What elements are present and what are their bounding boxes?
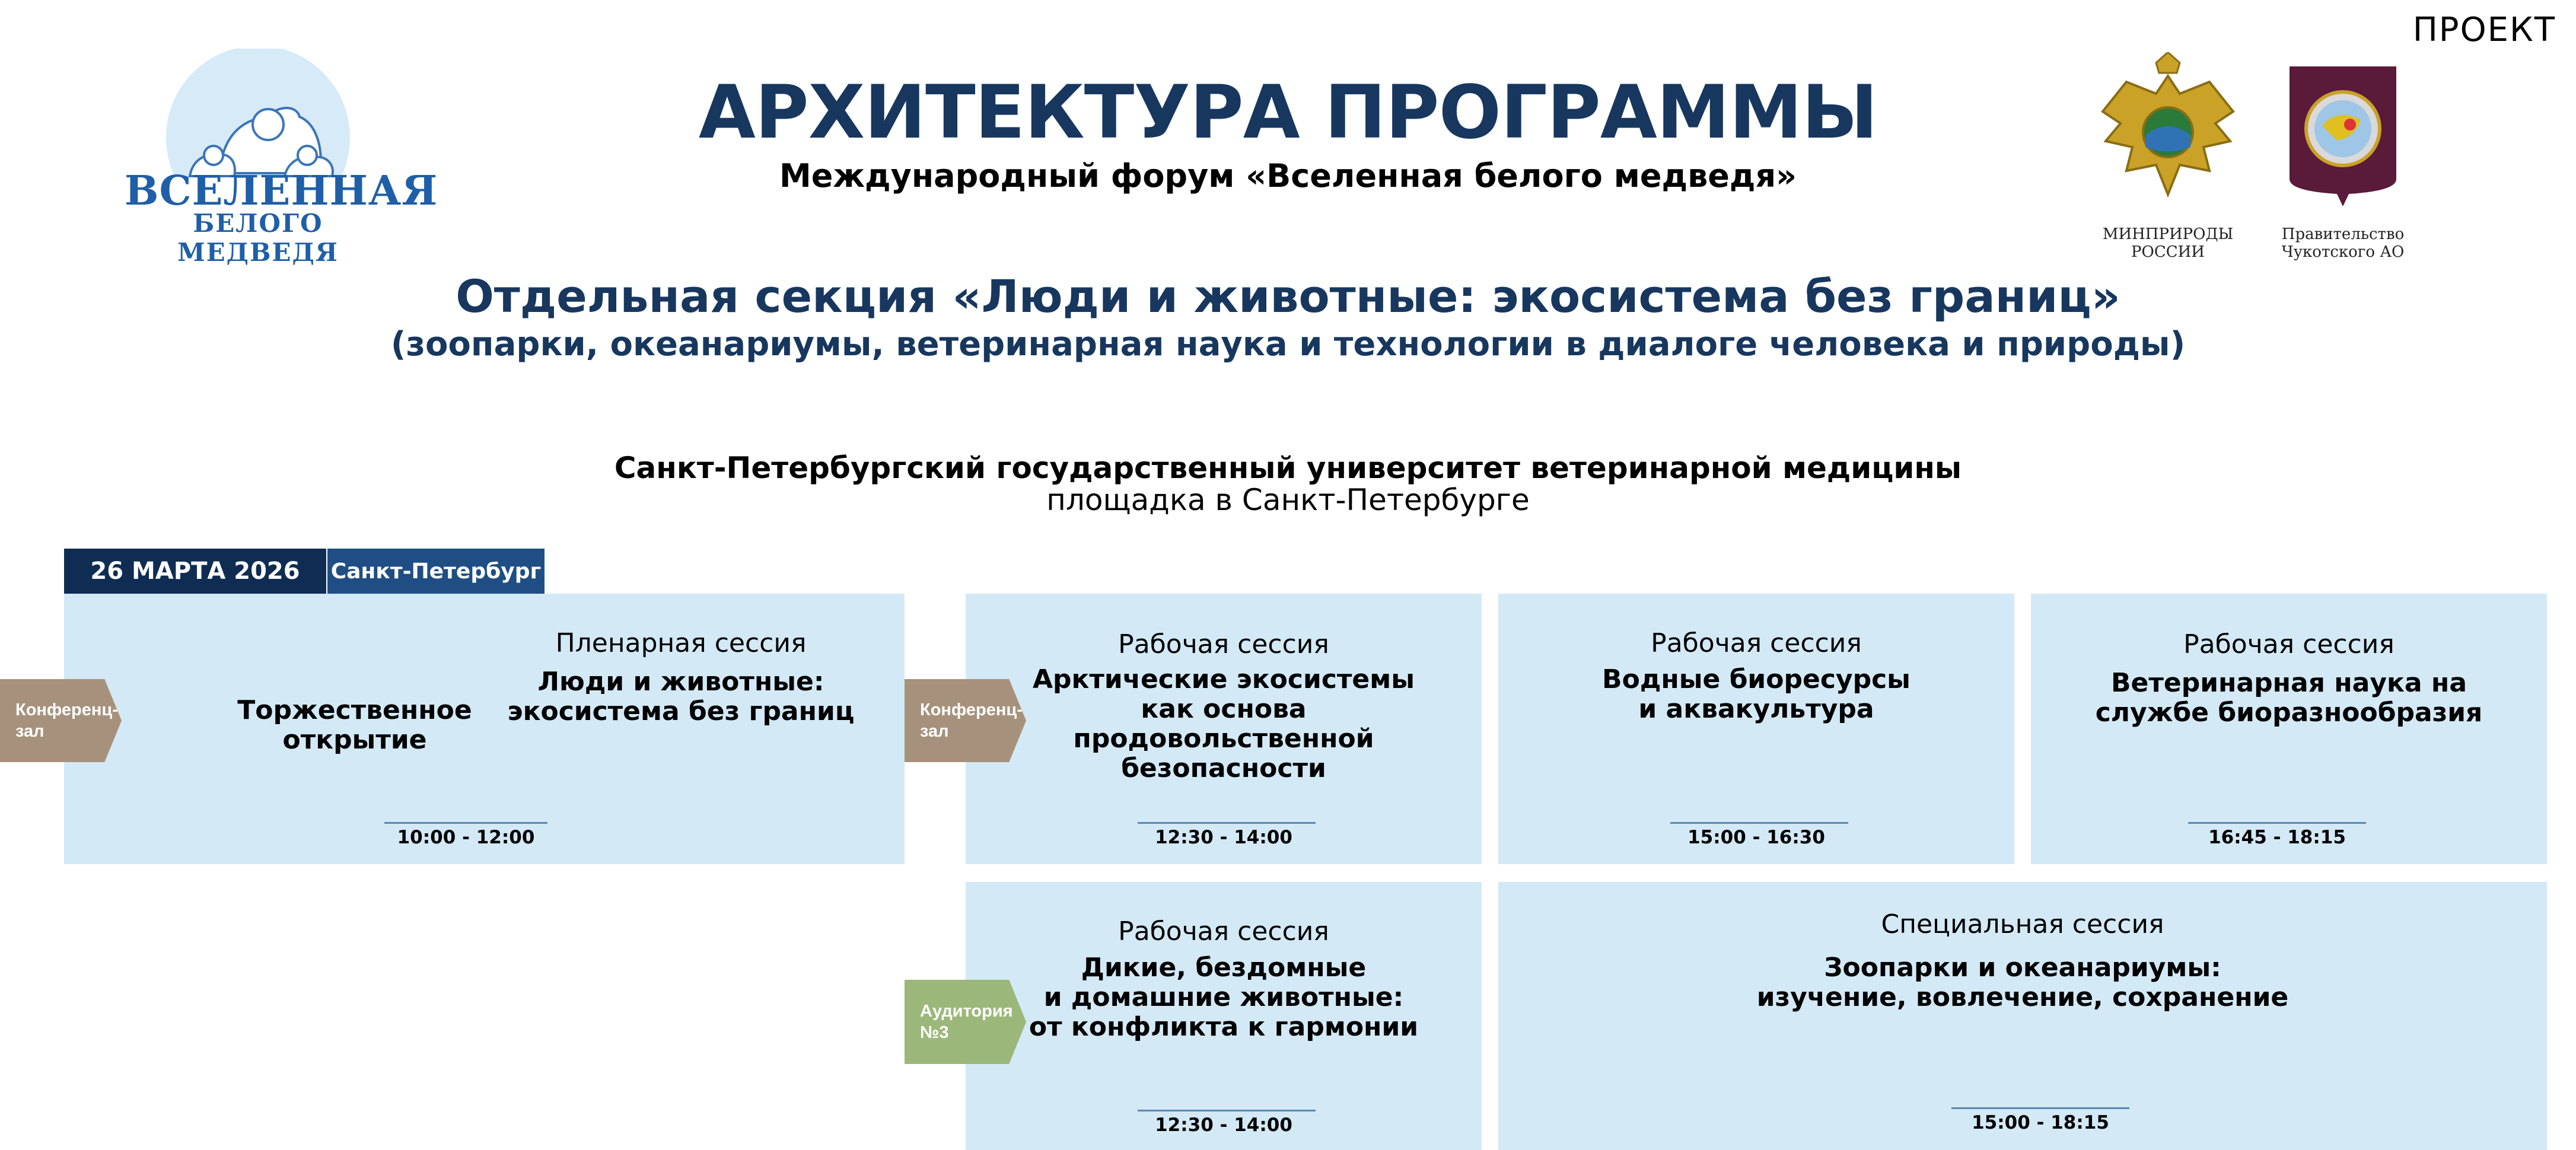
session-time: 16:45 - 18:15 [2208,827,2346,848]
section-subtitle: (зоопарки, океанариумы, ветеринарная нау… [390,325,2186,364]
room-tag-line1: Конференц- [15,700,118,719]
session-block-veterinary-science: Рабочая сессия Ветеринарная наука на слу… [2031,594,2547,864]
room-tag-auditorium-3: Аудитория №3 [905,980,1026,1064]
venue-place: площадка в Санкт-Петербурге [1046,483,1530,517]
venue-name: Санкт-Петербургский государственный унив… [614,451,1962,485]
session-type: Рабочая сессия [1118,629,1329,660]
session-title-line: и домашние животные: [1043,982,1404,1012]
chukotka-coat-of-arms [2290,66,2396,206]
session-title: Водные биоресурсы и аквакультура [1498,665,2014,724]
plenary-title-line2: экосистема без границ [507,696,855,727]
plenary-session-time: 10:00 - 12:00 [397,827,535,848]
session-title: Арктические экосистемы как основа продов… [966,665,1482,783]
ministry-caption-line1: МИНПРИРОДЫ [2102,225,2234,243]
double-headed-eagle-emblem [2101,52,2235,198]
opening-title: Торжественное открытие [147,696,562,755]
logo-text-line2: БЕЛОГО МЕДВЕДЯ [177,209,339,267]
session-block-arctic-ecosystems: Рабочая сессия Арктические экосистемы ка… [966,594,1482,864]
chukotka-caption-line2: Чукотского АО [2281,243,2405,261]
city-badge: Санкт-Петербург [327,549,545,594]
opening-title-line1: Торжественное [237,695,472,725]
session-block-zoos-oceanariums: Специальная сессия Зоопарки и океанариум… [1498,882,2547,1150]
time-divider [1951,1107,2129,1109]
session-title-line: от конфликта к гармонии [1029,1012,1419,1042]
session-title: Ветеринарная наука на службе биоразнообр… [2031,668,2547,728]
forum-subtitle: Международный форум «Вселенная белого ме… [779,157,1797,195]
time-divider [1138,1110,1316,1111]
session-title-line: Водные биоресурсы [1602,664,1910,695]
plenary-session-block: Торжественное открытие Пленарная сессия … [64,594,905,864]
session-title-line: и аквакультура [1638,694,1874,724]
session-time: 15:00 - 16:30 [1687,827,1825,848]
plenary-session-title: Люди и животные: экосистема без границ [479,667,883,727]
time-divider [1670,822,1848,824]
session-title-line: Арктические экосистемы [1033,664,1415,695]
session-type: Рабочая сессия [1118,916,1329,947]
time-divider [1138,822,1316,824]
session-title-line: безопасности [1121,753,1326,783]
session-title: Дикие, бездомные и домашние животные: от… [966,953,1482,1042]
session-block-aquatic-bioresources: Рабочая сессия Водные биоресурсы и аквак… [1498,594,2014,864]
session-time: 12:30 - 14:00 [1155,827,1292,848]
room-tag-line2: зал [920,722,949,741]
session-title-line: как основа [1141,694,1307,724]
session-title-line: службе биоразнообразия [2095,697,2483,728]
session-type: Рабочая сессия [2183,629,2394,660]
section-title: Отдельная секция «Люди и животные: экоси… [456,270,2120,323]
session-title-line: Зоопарки и океанариумы: [1824,953,2221,983]
time-divider [384,822,547,824]
session-time: 15:00 - 18:15 [1972,1112,2109,1133]
opening-title-line2: открытие [282,725,427,755]
room-tag-line1: Конференц- [920,700,1023,719]
session-block-wild-homeless-domestic: Рабочая сессия Дикие, бездомные и домашн… [966,882,1482,1150]
page-title: АРХИТЕКТУРА ПРОГРАММЫ [698,70,1878,155]
chukotka-caption: Правительство Чукотского АО [2254,225,2432,261]
room-tag-line2: зал [15,722,44,741]
logo-text-line1: ВСЕЛЕННАЯ [125,167,438,215]
session-type: Специальная сессия [1881,909,2164,939]
plenary-session-type: Пленарная сессия [555,628,807,658]
session-title-line: Дикие, бездомные [1081,953,1367,983]
room-tag-conference-hall: Конференц- зал [905,679,1026,762]
session-type: Рабочая сессия [1651,628,1862,658]
session-title-line: Ветеринарная наука на [2110,668,2467,698]
chukotka-caption-line1: Правительство [2281,225,2405,243]
room-tag-line1: Аудитория [920,1002,1013,1021]
time-divider [2188,822,2366,824]
room-tag-conference-hall: Конференц- зал [0,679,122,762]
room-tag-line2: №3 [920,1023,949,1042]
ministry-caption: МИНПРИРОДЫ РОССИИ [2076,225,2260,261]
session-title-line: изучение, вовлечение, сохранение [1756,982,2289,1012]
ministry-caption-line2: РОССИИ [2131,243,2205,261]
plenary-title-line1: Люди и животные: [537,667,824,697]
session-title-line: продовольственной [1073,724,1374,754]
session-title: Зоопарки и океанариумы: изучение, вовлеч… [1498,953,2547,1012]
project-label: ПРОЕКТ [2412,11,2556,49]
session-time: 12:30 - 14:00 [1155,1114,1292,1136]
date-badge: 26 МАРТА 2026 [64,549,326,594]
polar-bear-family-icon [119,49,397,238]
